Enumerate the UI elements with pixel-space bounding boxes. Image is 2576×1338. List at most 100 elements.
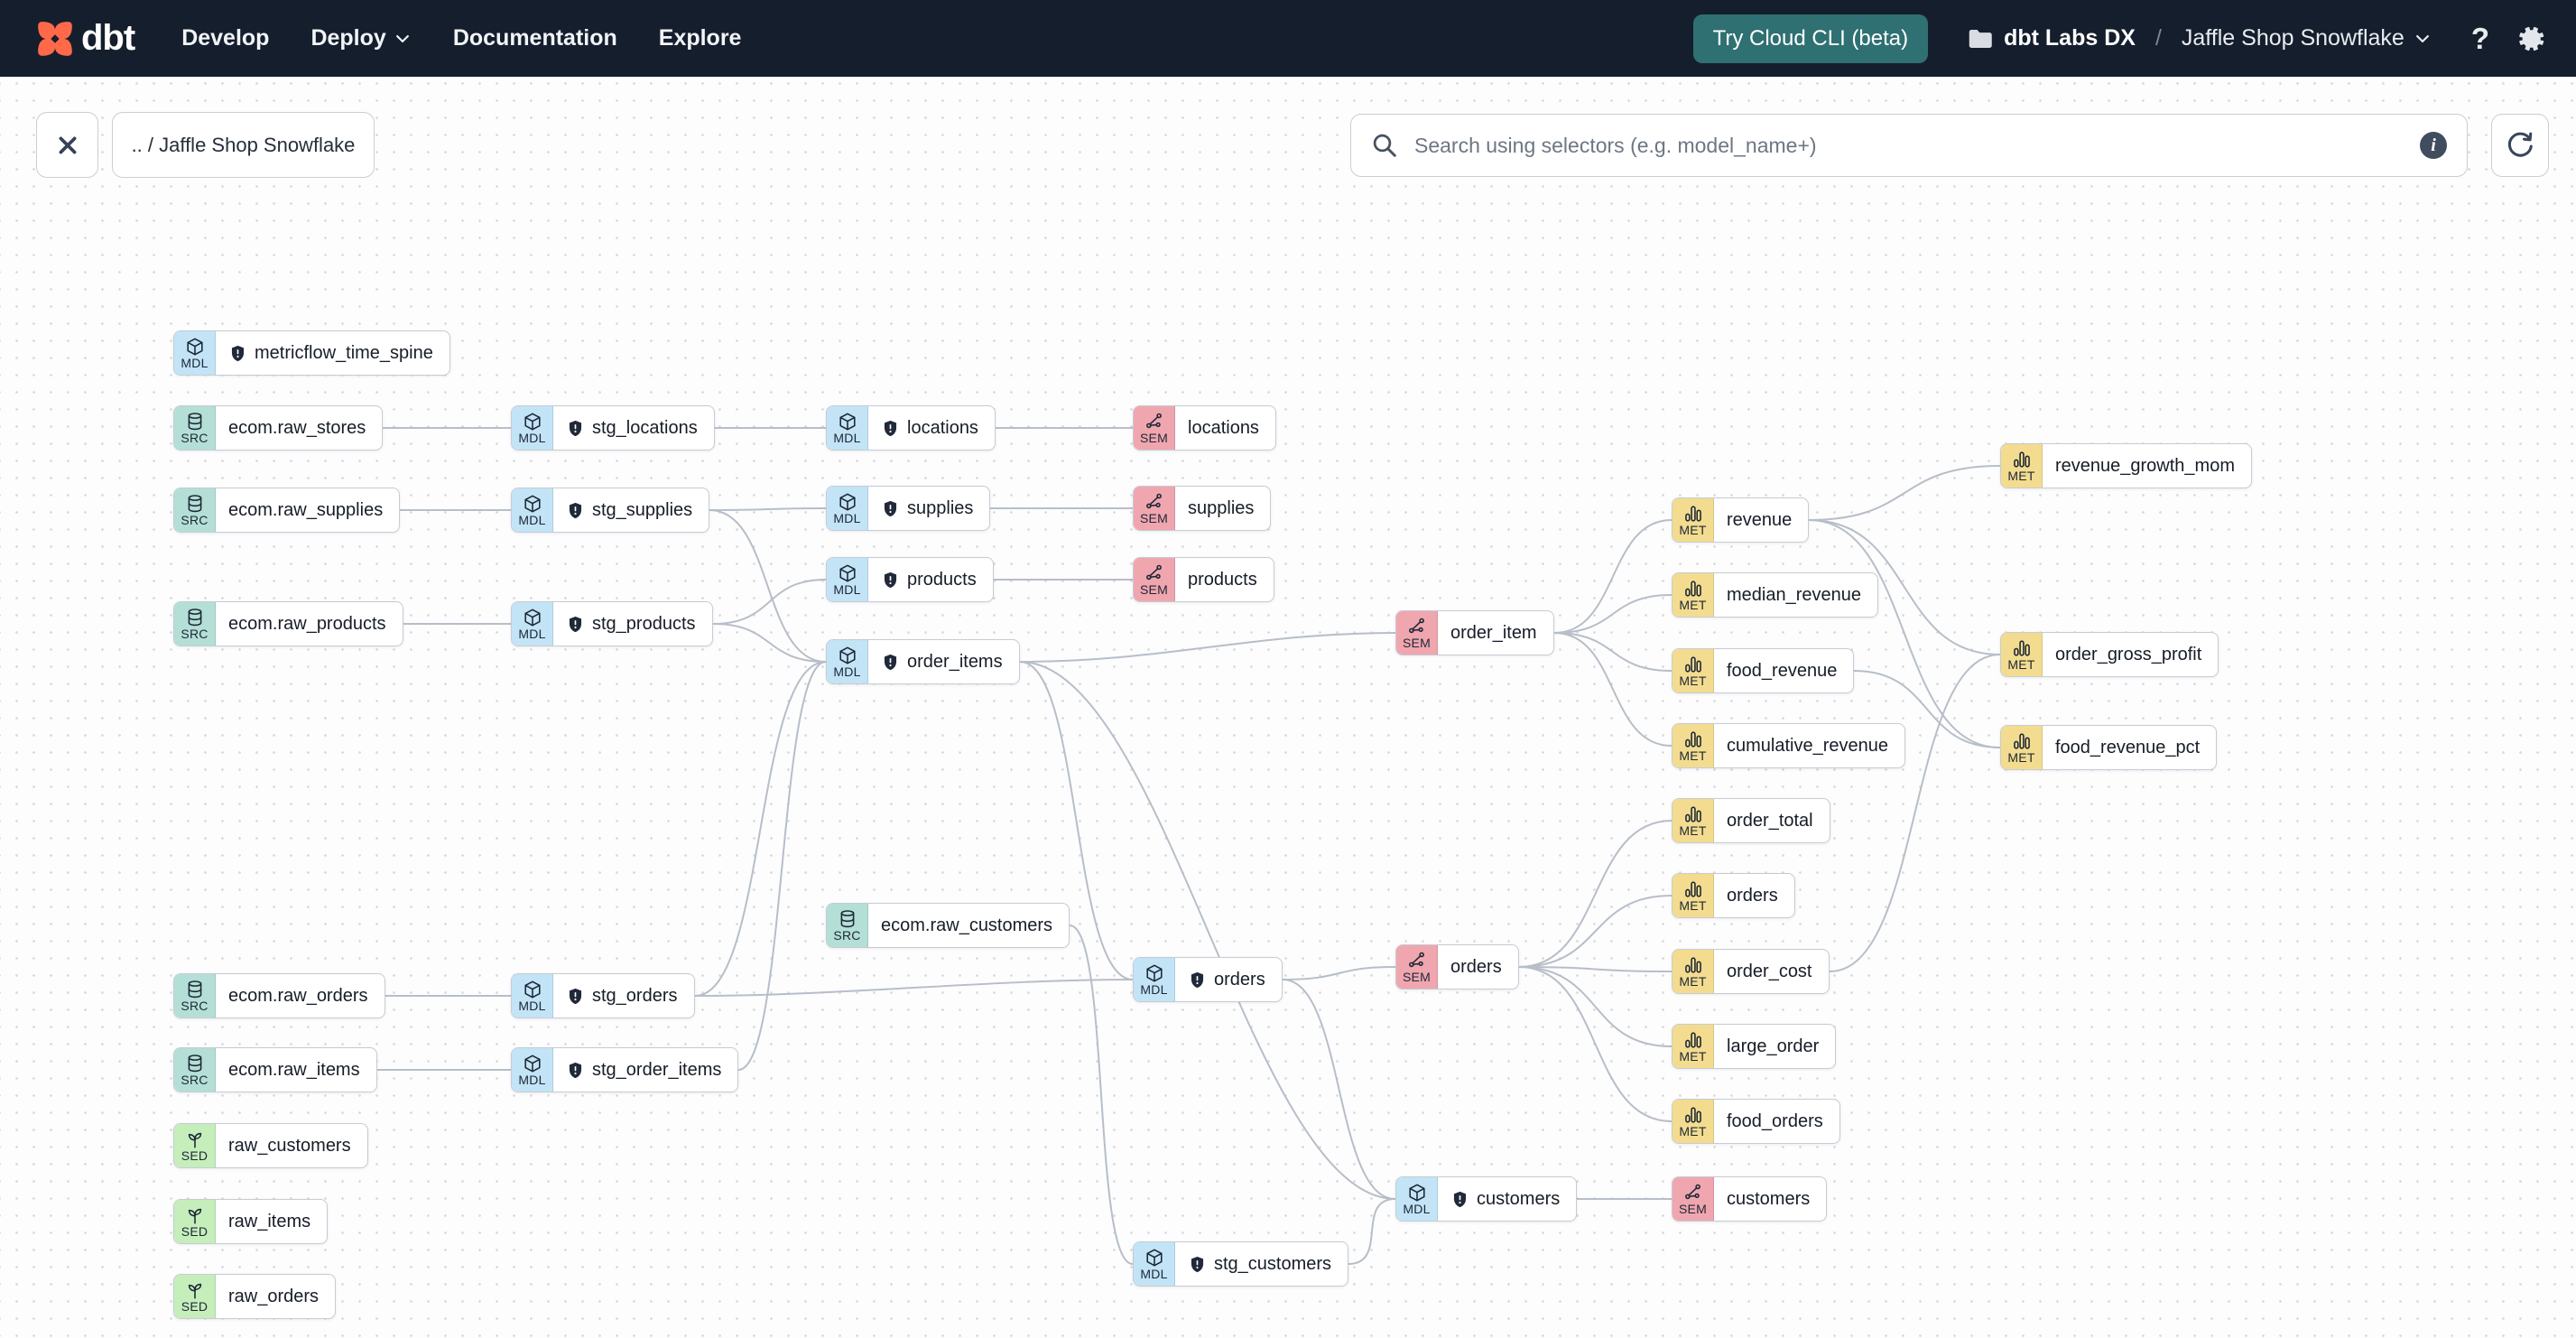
cube-icon xyxy=(186,338,203,355)
account-name[interactable]: dbt Labs DX xyxy=(2004,25,2136,51)
search-input[interactable] xyxy=(1413,132,2420,159)
sed-type-tile: SED xyxy=(174,1124,216,1167)
sem-type-tile: SEM xyxy=(1134,558,1175,601)
cube-icon xyxy=(524,1055,541,1072)
node-type-badge: SRC xyxy=(181,512,208,527)
seed-icon xyxy=(188,1208,201,1223)
cube-icon xyxy=(1145,1249,1163,1266)
semantic-model-icon xyxy=(1145,564,1162,580)
nav-item-explore[interactable]: Explore xyxy=(658,25,742,51)
node-type-badge: MET xyxy=(1679,748,1707,763)
close-lineage-button[interactable] xyxy=(36,112,98,178)
node-type-badge: SRC xyxy=(181,430,208,445)
node-label: ecom.raw_stores xyxy=(228,417,366,438)
node-label: revenue_growth_mom xyxy=(2055,455,2235,476)
node-type-badge: SEM xyxy=(1140,430,1168,445)
node-sem_orders[interactable]: SEM orders xyxy=(1395,944,1519,990)
node-label: supplies xyxy=(1188,497,1255,518)
shield-icon xyxy=(569,420,582,436)
node-label: orders xyxy=(1450,956,1502,977)
metric-bars-icon xyxy=(1684,956,1701,973)
seed-icon xyxy=(188,1132,201,1148)
mdl-type-tile: MDL xyxy=(174,331,216,375)
node-label: order_gross_profit xyxy=(2055,644,2202,664)
node-label: stg_customers xyxy=(1175,1242,1348,1286)
metric-bars-icon xyxy=(1684,880,1701,897)
met-type-tile: MET xyxy=(1673,1100,1714,1143)
node-type-badge: MDL xyxy=(1403,1201,1431,1216)
met-type-tile: MET xyxy=(1673,573,1714,617)
node-type-badge: SEM xyxy=(1403,969,1431,984)
nav-item-deploy[interactable]: Deploy xyxy=(310,25,411,51)
refresh-button[interactable] xyxy=(2491,114,2549,177)
node-src_raw_stores[interactable]: SRC ecom.raw_stores xyxy=(173,405,384,451)
shield-icon xyxy=(1191,971,1204,988)
settings-gear-icon[interactable] xyxy=(2516,23,2547,54)
shield-icon xyxy=(884,571,897,588)
lineage-breadcrumb-label: .. / Jaffle Shop Snowflake xyxy=(131,133,356,156)
nav-item-develop[interactable]: Develop xyxy=(181,25,270,51)
node-src_raw_supplies[interactable]: SRC ecom.raw_supplies xyxy=(173,488,401,533)
metric-bars-icon xyxy=(1684,730,1701,748)
node-type-badge: MET xyxy=(1679,673,1707,688)
metric-bars-icon xyxy=(1684,580,1701,597)
node-label: orders xyxy=(1175,958,1282,1001)
try-cloud-cli-button[interactable]: Try Cloud CLI (beta) xyxy=(1692,14,1929,63)
dbt-logo[interactable]: dbt xyxy=(34,18,135,60)
met-type-tile: MET xyxy=(2001,726,2043,769)
node-label: order_cost xyxy=(1727,961,1812,981)
met-type-tile: MET xyxy=(1673,874,1714,917)
lineage-breadcrumb[interactable]: .. / Jaffle Shop Snowflake xyxy=(112,112,375,178)
met-type-tile: MET xyxy=(1673,498,1714,542)
help-icon[interactable]: ? xyxy=(2470,21,2489,55)
database-icon xyxy=(188,1054,201,1072)
node-type-badge: MDL xyxy=(518,998,546,1013)
node-label: ecom.raw_supplies xyxy=(228,499,384,520)
nav-item-documentation[interactable]: Documentation xyxy=(452,25,617,51)
node-type-badge: SEM xyxy=(1403,635,1431,650)
shield-icon xyxy=(569,502,582,518)
project-selector[interactable]: Jaffle Shop Snowflake xyxy=(2182,25,2432,51)
node-label: products xyxy=(868,558,993,601)
info-icon[interactable]: i xyxy=(2420,132,2447,159)
node-label: stg_order_items xyxy=(553,1048,737,1092)
